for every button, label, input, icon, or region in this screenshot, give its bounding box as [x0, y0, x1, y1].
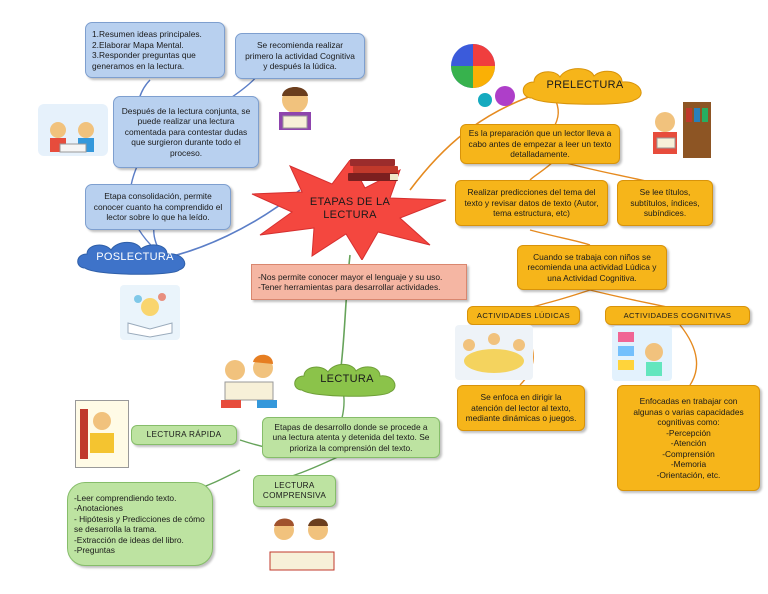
actividades-cognitivas-description: Enfocadas en trabajar con algunas o vari…	[617, 385, 760, 491]
children-reading-illustration	[38, 104, 108, 156]
lectura-rapida-label: LECTURA RÁPIDA	[131, 425, 237, 445]
prelectura-label: PRELECTURA	[546, 79, 624, 91]
cognitive-activity-illustration	[612, 326, 672, 381]
actividades-cognitivas-label: ACTIVIDADES COGNITIVAS	[605, 306, 750, 325]
lectura-label: LECTURA	[320, 373, 374, 385]
center-title: ETAPAS DE LA LECTURA	[309, 196, 391, 222]
poslectura-steps: 1.Resumen ideas principales. 2.Elaborar …	[85, 22, 225, 78]
center-star-shape	[251, 160, 447, 260]
prelectura-titles: Se lee títulos, subtítulos, índices, sub…	[617, 180, 713, 226]
actividades-ludicas-description: Se enfoca en dirigir la atención del lec…	[457, 385, 585, 431]
actividades-ludicas-label: ACTIVIDADES LÚDICAS	[467, 306, 580, 325]
color-wheel-illustration	[445, 40, 520, 110]
lectura-comprensiva-list: -Leer comprendiendo texto. -Anotaciones …	[67, 482, 213, 566]
lectura-cloud-shape	[294, 363, 396, 397]
books-icon	[348, 159, 398, 181]
kids-with-book-illustration	[215, 350, 283, 412]
prelectura-predictions: Realizar predicciones del tema del texto…	[455, 180, 608, 226]
prelectura-cloud-shape	[522, 68, 642, 105]
girl-reading-illustration	[643, 100, 713, 162]
children-reading-together-illustration	[262, 512, 342, 578]
lectura-comprensiva-label: LECTURA COMPRENSIVA	[253, 475, 336, 507]
open-book-illustration	[120, 285, 180, 340]
poslectura-consolidation: Etapa consolidación, permite conocer cua…	[85, 184, 231, 230]
prelectura-children-recommendation: Cuando se trabaja con niños se recomiend…	[517, 245, 667, 290]
ludic-activity-illustration	[455, 325, 533, 380]
boy-reading-illustration	[265, 80, 325, 135]
lectura-description: Etapas de desarrollo donde se procede a …	[262, 417, 440, 458]
poslectura-joint-reading: Después de la lectura conjunta, se puede…	[113, 96, 259, 168]
lectura-uses: -Nos permite conocer mayor el lenguaje y…	[251, 264, 467, 300]
reader-illustration	[75, 400, 129, 468]
poslectura-recommend: Se recomienda realizar primero la activi…	[235, 33, 365, 79]
poslectura-cloud-shape	[77, 241, 186, 275]
prelectura-definition: Es la preparación que un lector lleva a …	[460, 124, 620, 164]
poslectura-label: POSLECTURA	[96, 251, 174, 263]
